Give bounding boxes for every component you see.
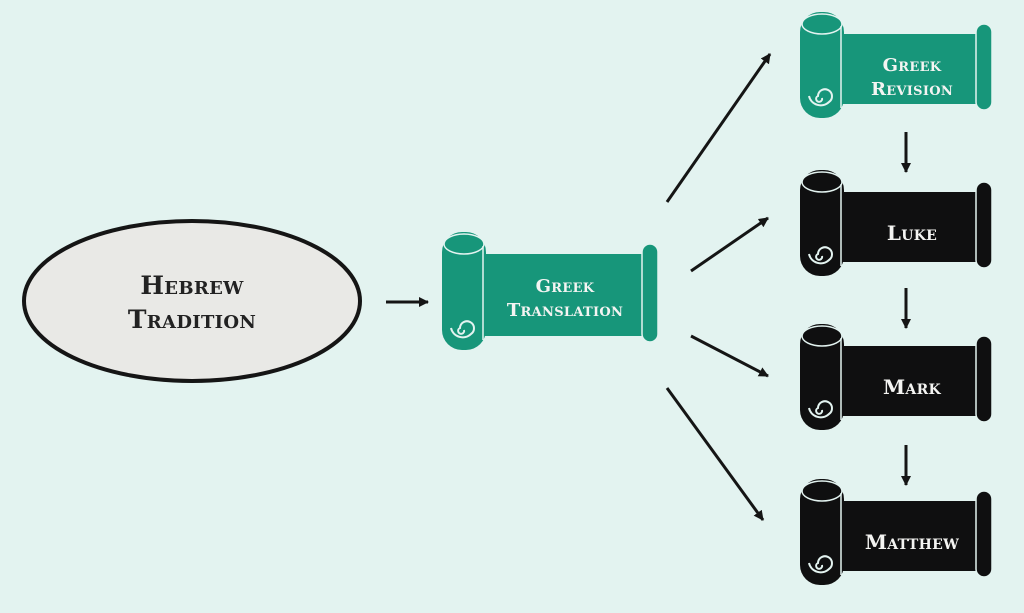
luke-scroll-end-roll [975,181,993,269]
matthew-label: Matthew [865,530,959,554]
greek-translation-scroll-end-roll [641,243,659,343]
arrow-translation-to-mark [690,334,769,378]
matthew-scroll-spiral [808,555,833,574]
mark-scroll-roll [800,324,844,430]
mark-label: Mark [883,375,942,399]
mark-scroll-roll-top [801,325,843,347]
greek-translation-scroll-roll [442,232,486,350]
matthew-scroll-sheet [840,501,982,571]
hebrew-tradition-ellipse [22,219,362,383]
greek-translation-scroll-spiral [450,320,475,339]
hebrew-tradition-label-line2: Tradition [128,305,256,334]
greek-translation-scroll-end-curl [647,339,661,345]
greek-translation-label-line2: Translation [507,300,623,321]
greek-revision-scroll-sheet [840,34,982,104]
matthew-scroll-end-curl [981,574,995,580]
luke-scroll-roll-top [801,171,843,193]
greek-translation-scroll-sheet [482,254,648,336]
matthew-scroll-roll-top [801,480,843,502]
node-luke: Luke [800,170,995,276]
mark-scroll-spiral [808,400,833,419]
node-greek-revision: Greek Revision [800,12,995,118]
node-mark: Mark [800,324,995,430]
arrow-translation-to-revision [665,53,772,203]
arrow-translation-to-matthew [665,387,765,521]
greek-translation-label-line1: Greek [536,276,595,297]
greek-revision-scroll-roll [800,12,844,118]
node-hebrew-tradition: Hebrew Tradition [22,219,362,383]
matthew-scroll-roll [800,479,844,585]
greek-revision-scroll-spiral [808,88,833,107]
luke-scroll-end-curl [981,265,995,271]
luke-label: Luke [887,221,937,245]
node-matthew: Matthew [800,479,995,585]
greek-revision-scroll-roll-top [801,13,843,35]
greek-revision-label-line2: Revision [871,79,953,100]
node-greek-translation: Greek Translation [442,232,661,350]
mark-scroll-end-curl [981,419,995,425]
luke-scroll-spiral [808,246,833,265]
edges-group [386,53,911,521]
greek-revision-scroll-end-roll [975,23,993,111]
hebrew-tradition-label-line1: Hebrew [140,271,244,300]
arrow-translation-to-luke [690,216,769,273]
mark-scroll-sheet [840,346,982,416]
greek-revision-label-line1: Greek [883,55,942,76]
greek-revision-scroll-end-curl [981,107,995,113]
mark-scroll-end-roll [975,335,993,423]
luke-scroll-sheet [840,192,982,262]
matthew-scroll-end-roll [975,490,993,578]
luke-scroll-roll [800,170,844,276]
greek-translation-scroll-roll-top [443,233,485,255]
